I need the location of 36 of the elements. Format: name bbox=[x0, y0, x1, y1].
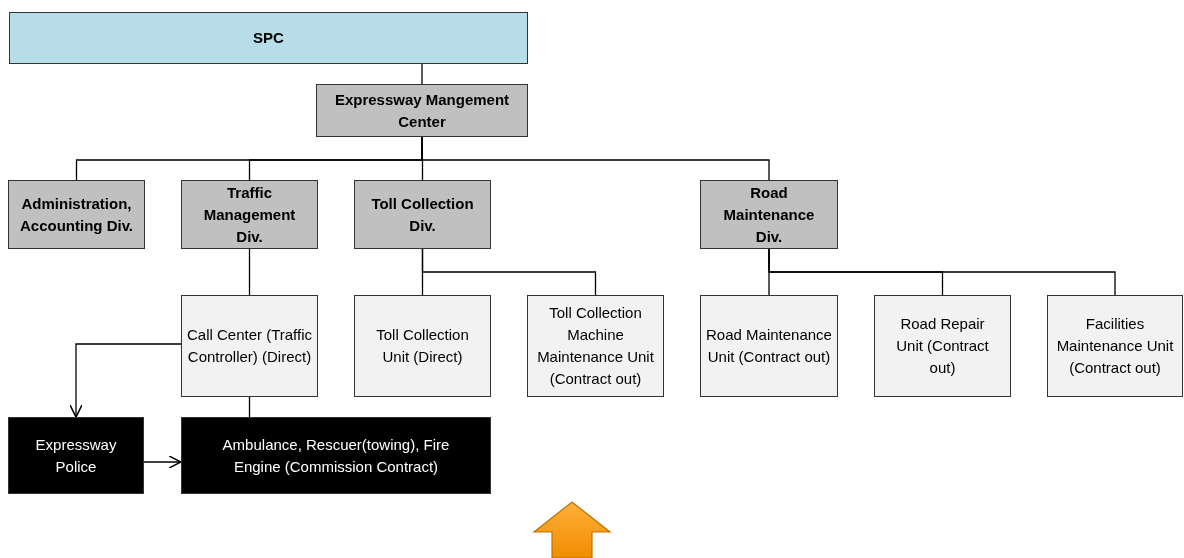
connector-line bbox=[248, 248, 251, 296]
unit-box bbox=[354, 295, 491, 397]
division-box bbox=[8, 180, 145, 249]
connector-line bbox=[768, 248, 1116, 296]
division-box bbox=[181, 180, 318, 249]
division-box bbox=[354, 180, 491, 249]
box-label: Toll Collection Div. bbox=[370, 193, 475, 236]
box-label: Administration, Accounting Div. bbox=[18, 193, 135, 236]
unit-box bbox=[1047, 295, 1183, 397]
box-label: Toll Collection Unit (Direct) bbox=[375, 325, 470, 367]
box-label: Call Center (Traffic Controller) (Direct) bbox=[185, 325, 313, 367]
box-label: Facilities Maintenance Unit (Contract out) bbox=[1055, 314, 1175, 378]
connector-line bbox=[248, 396, 251, 418]
unit-box bbox=[181, 295, 318, 397]
division-box bbox=[316, 84, 528, 137]
box-label: Expressway Police bbox=[34, 434, 118, 477]
arrow bbox=[69, 343, 182, 418]
box-label: Ambulance, Rescuer(towing), Fire Engine (Commission Contract) bbox=[222, 434, 450, 477]
external-box bbox=[8, 417, 144, 494]
box-label: Road Maintenance Div. bbox=[722, 182, 816, 247]
box-label: Road Maintenance Unit (Contract out) bbox=[705, 325, 833, 367]
box-label: Expressway Mangement Center bbox=[333, 89, 511, 132]
arrow bbox=[143, 455, 182, 469]
box-label: Toll Collection Machine Maintenance Unit (Contract out) bbox=[536, 303, 655, 389]
external-box bbox=[181, 417, 491, 494]
unit-box bbox=[874, 295, 1011, 397]
box-label: SPC bbox=[253, 28, 284, 48]
unit-box bbox=[700, 295, 838, 397]
division-box bbox=[700, 180, 838, 249]
box-label: Road Repair Unit (Contract out) bbox=[895, 314, 990, 378]
root-box bbox=[9, 12, 528, 64]
connector-line bbox=[421, 63, 423, 85]
connector-line bbox=[421, 136, 770, 181]
connector-line bbox=[421, 248, 597, 296]
unit-box bbox=[527, 295, 664, 397]
box-label: Traffic Management Div. bbox=[202, 182, 297, 247]
